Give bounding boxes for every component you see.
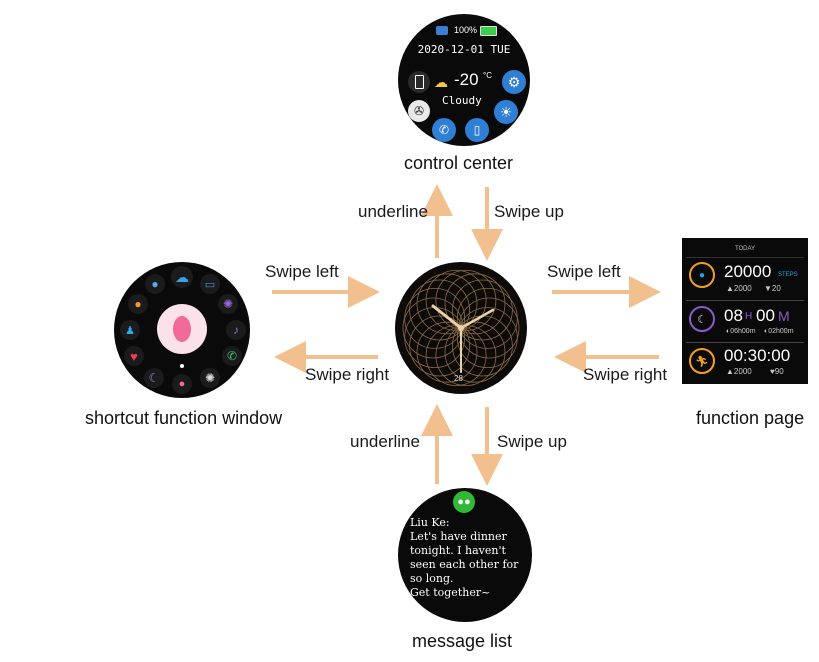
control-center-screen[interactable]: 100% 2020-12-01 TUE ☁ -20 °C ⚙ Cloudy ✇ … bbox=[398, 14, 530, 146]
shortcut-window-screen[interactable]: ☁ ● ▭ ● ✺ ♟ ♪ ♥ ✆ ☾ ● ✺ bbox=[114, 262, 250, 398]
steps-value: 20000 bbox=[724, 262, 772, 281]
sleep-end: ◐02h00m bbox=[764, 328, 794, 335]
steps-icon[interactable]: ● bbox=[172, 374, 192, 394]
sleep-minutes: 00 bbox=[756, 306, 775, 325]
water-drop-icon[interactable]: ● bbox=[145, 274, 165, 294]
sleep-m-unit: M bbox=[778, 308, 790, 324]
message-line-4: so long. bbox=[410, 572, 454, 585]
temperature-value: -20 bbox=[454, 70, 479, 89]
fire-icon[interactable]: ● bbox=[128, 294, 148, 314]
label-underline-top: underline bbox=[358, 202, 428, 221]
center-footprint-button[interactable] bbox=[157, 304, 207, 354]
battery-saver-icon[interactable] bbox=[408, 71, 430, 93]
function-page-screen[interactable]: TODAY ● 20000 STEPS ▲2000 ▼20 ☾ 08 H 00 … bbox=[682, 238, 808, 384]
message-line-5: Get together~ bbox=[410, 586, 491, 599]
sleep-start: ◐06h00m bbox=[726, 328, 756, 335]
caption-control-center: control center bbox=[404, 153, 514, 173]
exercise-time: 00:30:00 bbox=[724, 346, 791, 365]
settings-icon[interactable]: ⚙ bbox=[502, 70, 526, 94]
hand-pivot bbox=[458, 325, 464, 331]
rose-pattern bbox=[402, 270, 520, 386]
sun-brightness-icon[interactable]: ☀ bbox=[494, 100, 518, 124]
wechat-icon: ●● bbox=[453, 491, 475, 513]
footprint-icon bbox=[173, 316, 191, 342]
shutter-icon[interactable]: ✺ bbox=[218, 294, 238, 314]
date-text: 2020-12-01 TUE bbox=[417, 43, 511, 56]
bluetooth-icon bbox=[436, 26, 448, 35]
divider-2 bbox=[686, 300, 804, 301]
pattern-circle bbox=[456, 288, 518, 349]
sleep-h-unit: H bbox=[745, 311, 753, 322]
pattern-circle bbox=[444, 273, 506, 335]
label-swipe-up-top: Swipe up bbox=[494, 202, 564, 221]
music-icon[interactable]: ♪ bbox=[226, 320, 246, 340]
cloud-icon[interactable]: ☁ bbox=[171, 266, 193, 288]
heart-icon[interactable]: ♥ bbox=[124, 346, 144, 366]
label-swipe-up-bottom: Swipe up bbox=[497, 432, 567, 451]
phone-icon[interactable]: ✆ bbox=[222, 346, 242, 366]
label-swipe-right-right: Swipe right bbox=[583, 365, 668, 384]
weather-text: Cloudy bbox=[442, 94, 482, 107]
film-icon[interactable]: ✇ bbox=[408, 100, 430, 122]
battery-icon bbox=[480, 26, 497, 36]
message-icon[interactable]: ▭ bbox=[200, 274, 220, 294]
minute-hand bbox=[459, 308, 495, 330]
caption-message-list: message list bbox=[412, 631, 513, 651]
temperature-unit: °C bbox=[483, 71, 492, 80]
caption-shortcut-window: shortcut function window bbox=[85, 408, 283, 428]
vibrate-icon[interactable]: ▯ bbox=[465, 118, 489, 142]
pattern-circle bbox=[409, 315, 470, 377]
message-line-1: Let's have dinner bbox=[410, 530, 507, 543]
fitness-icon[interactable]: ♟ bbox=[120, 320, 140, 340]
exercise-heart-rate: ♥90 bbox=[770, 367, 784, 376]
label-underline-bottom: underline bbox=[350, 432, 420, 451]
today-label: TODAY bbox=[734, 246, 756, 252]
hour-hand bbox=[431, 304, 463, 330]
message-line-3: seen each other for bbox=[410, 558, 519, 571]
steps-goal: ▲2000 bbox=[726, 284, 752, 293]
moon-icon[interactable]: ☾ bbox=[144, 368, 164, 388]
phone-icon[interactable]: ✆ bbox=[432, 118, 456, 142]
sleep-hours: 08 bbox=[724, 306, 743, 325]
exercise-goal: ▲2000 bbox=[726, 367, 752, 376]
pattern-circle bbox=[416, 273, 478, 335]
sleep-ring-icon: ☾ bbox=[689, 306, 715, 332]
label-swipe-left-right: Swipe left bbox=[547, 262, 621, 281]
message-line-2: tonight. I haven't bbox=[410, 544, 506, 557]
pattern-circle bbox=[425, 270, 487, 331]
divider-1 bbox=[686, 257, 804, 258]
page-indicator-dot bbox=[180, 364, 184, 368]
pattern-circle bbox=[409, 279, 470, 341]
message-sender: Liu Ke: bbox=[410, 516, 450, 529]
divider-3 bbox=[686, 342, 804, 343]
steps-unit: STEPS bbox=[778, 272, 798, 278]
cloud-icon: ☁ bbox=[434, 74, 448, 90]
steps-sub: ▼20 bbox=[764, 284, 781, 293]
exercise-ring-icon: 🏃︎ bbox=[689, 348, 715, 374]
label-swipe-left-left: Swipe left bbox=[265, 262, 339, 281]
steps-ring-icon: ● bbox=[689, 262, 715, 288]
main-watch-face[interactable]: 28 bbox=[395, 262, 527, 394]
message-list-screen[interactable]: ●● Liu Ke: Let's have dinner tonight. I … bbox=[398, 488, 532, 622]
pattern-circle bbox=[452, 279, 513, 341]
date-number: 28 bbox=[454, 374, 463, 383]
pattern-circle bbox=[404, 288, 466, 349]
label-swipe-right-left: Swipe right bbox=[305, 365, 390, 384]
caption-function-page: function page bbox=[696, 408, 805, 428]
aperture-icon[interactable]: ✺ bbox=[200, 368, 220, 388]
pattern-circle bbox=[435, 270, 497, 331]
battery-percent: 100% bbox=[454, 25, 478, 35]
pattern-circle bbox=[416, 321, 478, 383]
pattern-circle bbox=[444, 321, 506, 383]
